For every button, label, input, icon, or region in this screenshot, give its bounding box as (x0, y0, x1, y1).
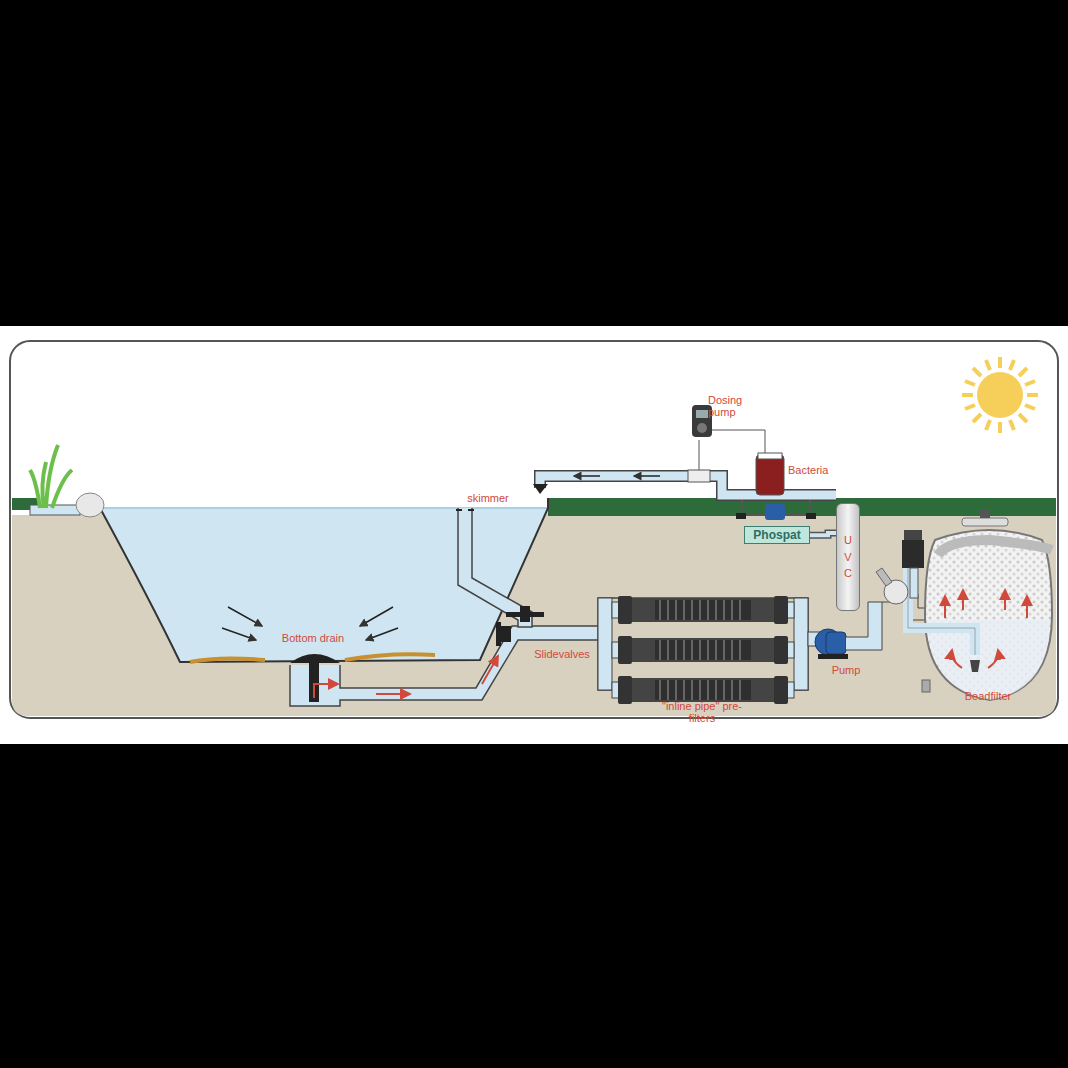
slidevalves-label: Slidevalves (534, 648, 590, 660)
pump-label: Pump (832, 664, 861, 676)
node-text: UVC (843, 532, 854, 582)
filter-box: Phospat (744, 526, 810, 544)
beadfilter-label: Beadfilter (965, 690, 1011, 702)
pipe-connector (810, 533, 836, 535)
bacteria-label: Bacteria (788, 464, 828, 476)
uvc-cylinder: UVC (836, 503, 860, 611)
bottom-drain-label: Bottom drain (282, 632, 344, 644)
skimmer-label: skimmer (467, 492, 509, 504)
prefilter-label: "inline pipe" pre-filters (657, 700, 747, 724)
node-text: Phospat (753, 528, 800, 542)
dosing-pump-label: Dosing pump (708, 394, 768, 418)
